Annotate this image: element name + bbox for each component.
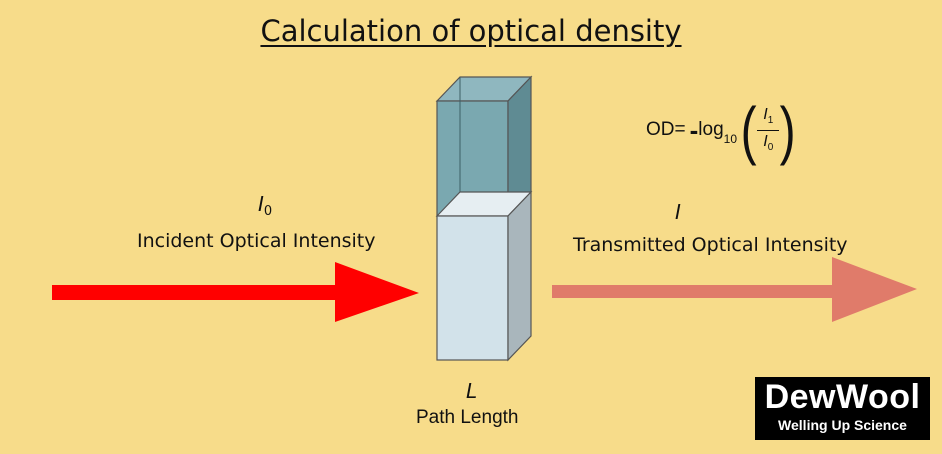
formula-minus: - [689,115,699,145]
od-formula: OD= - log 10 ( I1 I0 ) [646,98,799,162]
incident-label: Incident Optical Intensity [137,230,376,252]
formula-numerator: I1 [763,105,774,126]
fraction-bar [757,129,780,132]
formula-log-base: 10 [723,132,737,146]
formula-denominator: I0 [763,133,774,154]
page-title: Calculation of optical density [260,14,682,48]
formula-lhs: OD= [646,119,686,140]
incident-symbol: I0 [258,192,272,219]
incident-light-arrow [52,262,419,322]
cuvette-body-side [507,190,532,362]
logo-tagline: Welling Up Science [778,417,907,433]
formula-left-paren: ( [740,94,757,166]
incident-symbol-letter: I [258,192,264,216]
formula-right-paren: ) [779,94,796,166]
logo-brand: DewWool [764,378,921,416]
cuvette-body-front [436,215,509,361]
cuvette [435,75,533,362]
dewwool-logo: DewWool Welling Up Science [755,377,930,440]
incident-symbol-subscript: 0 [263,204,273,220]
transmitted-symbol: I [675,200,681,224]
transmitted-light-arrow [552,257,917,322]
path-length-label: Path Length [416,407,519,428]
path-length-symbol: L [466,379,478,403]
formula-log: log [698,119,724,140]
formula-fraction: I1 I0 [757,105,780,154]
transmitted-label: Transmitted Optical Intensity [573,234,848,256]
